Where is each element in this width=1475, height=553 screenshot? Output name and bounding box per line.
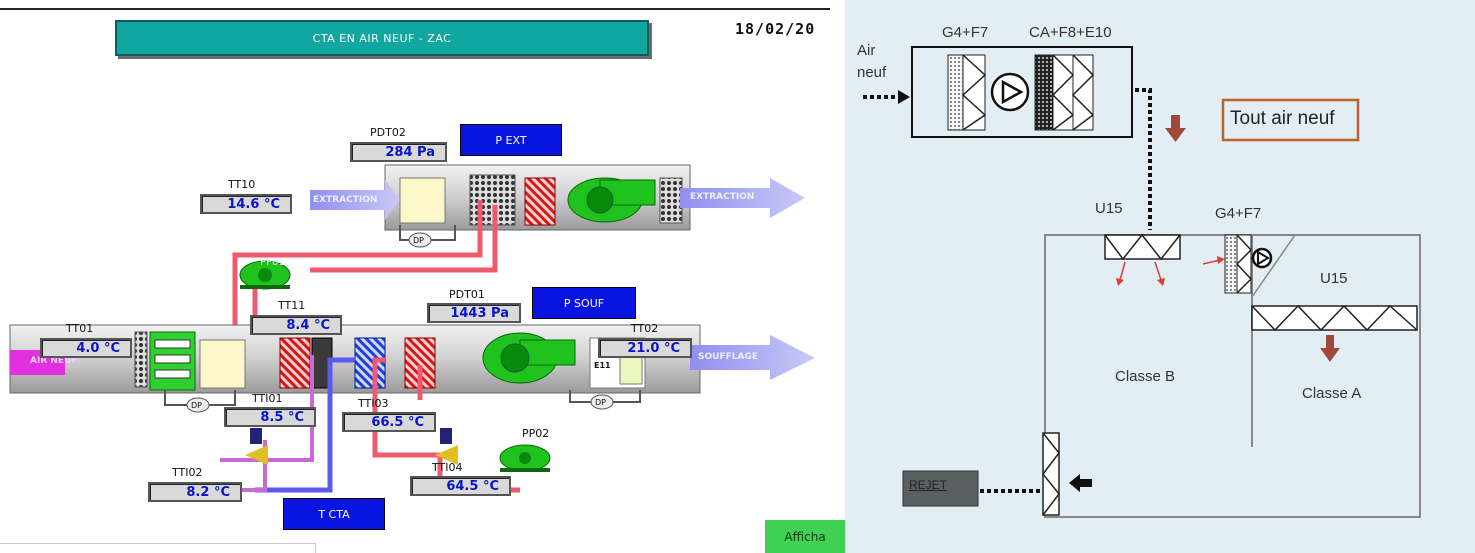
- tt10-tag: TT10: [228, 178, 255, 191]
- tt10-value: 14.6 °C: [200, 194, 292, 214]
- e11-label: E11: [594, 361, 611, 370]
- tti02-value: 8.2 °C: [148, 482, 242, 502]
- classe-a-down-arrow-icon: [1320, 335, 1340, 362]
- tt11-tag: TT11: [278, 299, 305, 312]
- tti03-tag: TTI03: [358, 397, 389, 410]
- tt11-value: 8.4 °C: [250, 315, 342, 335]
- afficha-button[interactable]: Afficha: [765, 520, 845, 553]
- tt02-tag: TT02: [631, 322, 658, 335]
- air-neuf-line2: neuf: [857, 62, 886, 84]
- cleanroom-diagram: Air neuf G4+F7 CA+F8+E10 Tout air neuf U…: [845, 0, 1475, 553]
- filters-ca-f8-e10-label: CA+F8+E10: [1029, 24, 1112, 41]
- tt02-value: 21.0 °C: [598, 338, 692, 358]
- pdt02-tag: PDT02: [370, 126, 406, 139]
- u15-right-diffuser: [1252, 306, 1417, 330]
- p-ext-button[interactable]: P EXT: [460, 124, 562, 156]
- soufflage-label: SOUFFLAGE: [698, 352, 758, 362]
- g4f7-right-label: G4+F7: [1215, 205, 1261, 222]
- supply-down-arrow-icon: [1165, 115, 1186, 142]
- dp-upper-label: DP: [413, 236, 424, 245]
- tt01-tag: TT01: [66, 322, 93, 335]
- tout-air-neuf-label: Tout air neuf: [1230, 108, 1335, 130]
- rejet-label: REJET: [909, 478, 947, 492]
- u15-left-diffuser: [1105, 235, 1180, 286]
- pump-pp02-icon: [500, 445, 550, 472]
- recirculation-filter: [1203, 235, 1251, 293]
- pdt01-value: 1443 Pa: [427, 303, 521, 323]
- ahu-fan-icon: [992, 74, 1028, 110]
- air-neuf-label: Air neuf: [857, 40, 886, 84]
- u15-left-label: U15: [1095, 200, 1123, 217]
- extraction-in-label: EXTRACTION: [313, 195, 377, 205]
- status-bar: [0, 543, 316, 553]
- classe-b-label: Classe B: [1115, 368, 1175, 385]
- tti01-tag: TTI01: [252, 392, 283, 405]
- tti04-value: 64.5 °C: [410, 476, 511, 496]
- classe-a-label: Classe A: [1302, 385, 1361, 402]
- ahu-synoptic: [0, 0, 845, 553]
- inlet-arrow-icon: [898, 90, 910, 104]
- pp01-label: PP01: [260, 257, 285, 268]
- p-souf-button[interactable]: P SOUF: [532, 287, 636, 319]
- pdt01-tag: PDT01: [449, 288, 485, 301]
- tt01-value: 4.0 °C: [40, 338, 132, 358]
- tti02-tag: TTI02: [172, 466, 203, 479]
- pdt02-value: 284 Pa: [350, 142, 447, 162]
- return-grille: [1043, 433, 1059, 515]
- cleanroom-drawing: [845, 0, 1475, 553]
- tti01-value: 8.5 °C: [224, 407, 316, 427]
- extraction-out-label: EXTRACTION: [690, 192, 754, 202]
- recirculation-fan-icon: [1253, 249, 1271, 267]
- t-cta-button[interactable]: T CTA: [283, 498, 385, 530]
- dp-lower-right-label: DP: [595, 398, 606, 407]
- air-neuf-line1: Air: [857, 40, 886, 62]
- pp02-label: PP02: [522, 427, 549, 440]
- tti03-value: 66.5 °C: [342, 412, 436, 432]
- dp-lower-left-label: DP: [191, 401, 202, 410]
- u15-right-label: U15: [1320, 270, 1348, 287]
- supply-dotted-line: [1135, 90, 1150, 230]
- filters-g4f7-label: G4+F7: [942, 24, 988, 41]
- return-arrow-icon: [1069, 474, 1092, 492]
- scada-panel: CTA EN AIR NEUF - ZAC 18/02/20: [0, 0, 845, 553]
- tti04-tag: TTI04: [432, 461, 463, 474]
